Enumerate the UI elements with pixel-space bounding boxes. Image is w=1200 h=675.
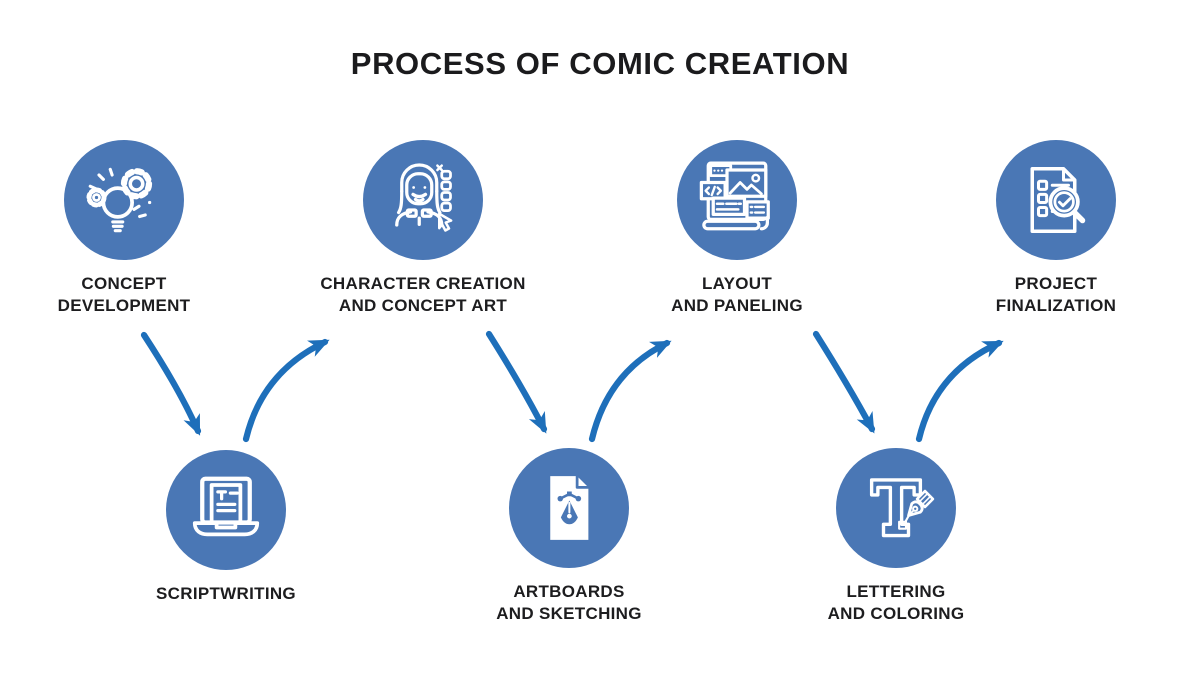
arrow-lettering-to-project [915, 339, 1004, 443]
arrow-artboards-to-layout [588, 339, 672, 443]
step-layout-paneling: LAYOUT AND PANELING [587, 140, 887, 317]
step-character-creation: CHARACTER CREATION AND CONCEPT ART [273, 140, 573, 317]
pen-artboard-icon [550, 474, 590, 540]
step-label-line: CHARACTER CREATION [320, 274, 526, 293]
step-label: ARTBOARDS AND SKETCHING [419, 581, 719, 625]
step-label-line: FINALIZATION [995, 296, 1117, 315]
page-title: PROCESS OF COMIC CREATION [350, 46, 850, 81]
step-lettering-coloring: LETTERING AND COLORING [746, 448, 1046, 625]
step-label: LETTERING AND COLORING [746, 581, 1046, 625]
step-label-line: DEVELOPMENT [57, 296, 191, 315]
step-label-line: CONCEPT [81, 274, 167, 293]
step-project-finalization: PROJECT FINALIZATION [906, 140, 1200, 317]
step-circle [64, 140, 184, 260]
step-concept-development: CONCEPT DEVELOPMENT [0, 140, 274, 317]
step-label: SCRIPTWRITING [76, 583, 376, 605]
step-label-line: AND COLORING [827, 604, 965, 623]
letter-t-pen-icon [869, 478, 935, 538]
step-circle [996, 140, 1116, 260]
step-label-line: AND SKETCHING [496, 604, 642, 623]
step-label: CHARACTER CREATION AND CONCEPT ART [273, 273, 573, 317]
step-label: PROJECT FINALIZATION [906, 273, 1200, 317]
step-label-line: AND PANELING [671, 296, 803, 315]
arrow-concept-to-scriptwriting [140, 331, 202, 436]
step-label-line: LETTERING [846, 582, 946, 601]
step-label-line: ARTBOARDS [513, 582, 625, 601]
step-scriptwriting: SCRIPTWRITING [76, 450, 376, 605]
step-label-line: SCRIPTWRITING [156, 584, 296, 603]
step-circle [509, 448, 629, 568]
step-label-line: PROJECT [1014, 274, 1098, 293]
layout-panels-icon [699, 161, 770, 231]
arrow-scriptwriting-to-character [242, 338, 330, 443]
checklist-magnifier-icon [1030, 167, 1086, 233]
step-circle [836, 448, 956, 568]
arrow-character-to-artboards [485, 330, 548, 434]
step-artboards-sketching: ARTBOARDS AND SKETCHING [419, 448, 719, 625]
character-portrait-icon [395, 163, 453, 232]
step-label-line: LAYOUT [701, 274, 773, 293]
step-circle [363, 140, 483, 260]
step-circle [677, 140, 797, 260]
step-label-line: AND CONCEPT ART [338, 296, 508, 315]
arrow-layout-to-lettering [812, 330, 876, 434]
idea-gears-icon [86, 167, 153, 233]
script-laptop-icon [192, 476, 260, 537]
step-label: LAYOUT AND PANELING [587, 273, 887, 317]
step-circle [166, 450, 286, 570]
step-label: CONCEPT DEVELOPMENT [0, 273, 274, 317]
